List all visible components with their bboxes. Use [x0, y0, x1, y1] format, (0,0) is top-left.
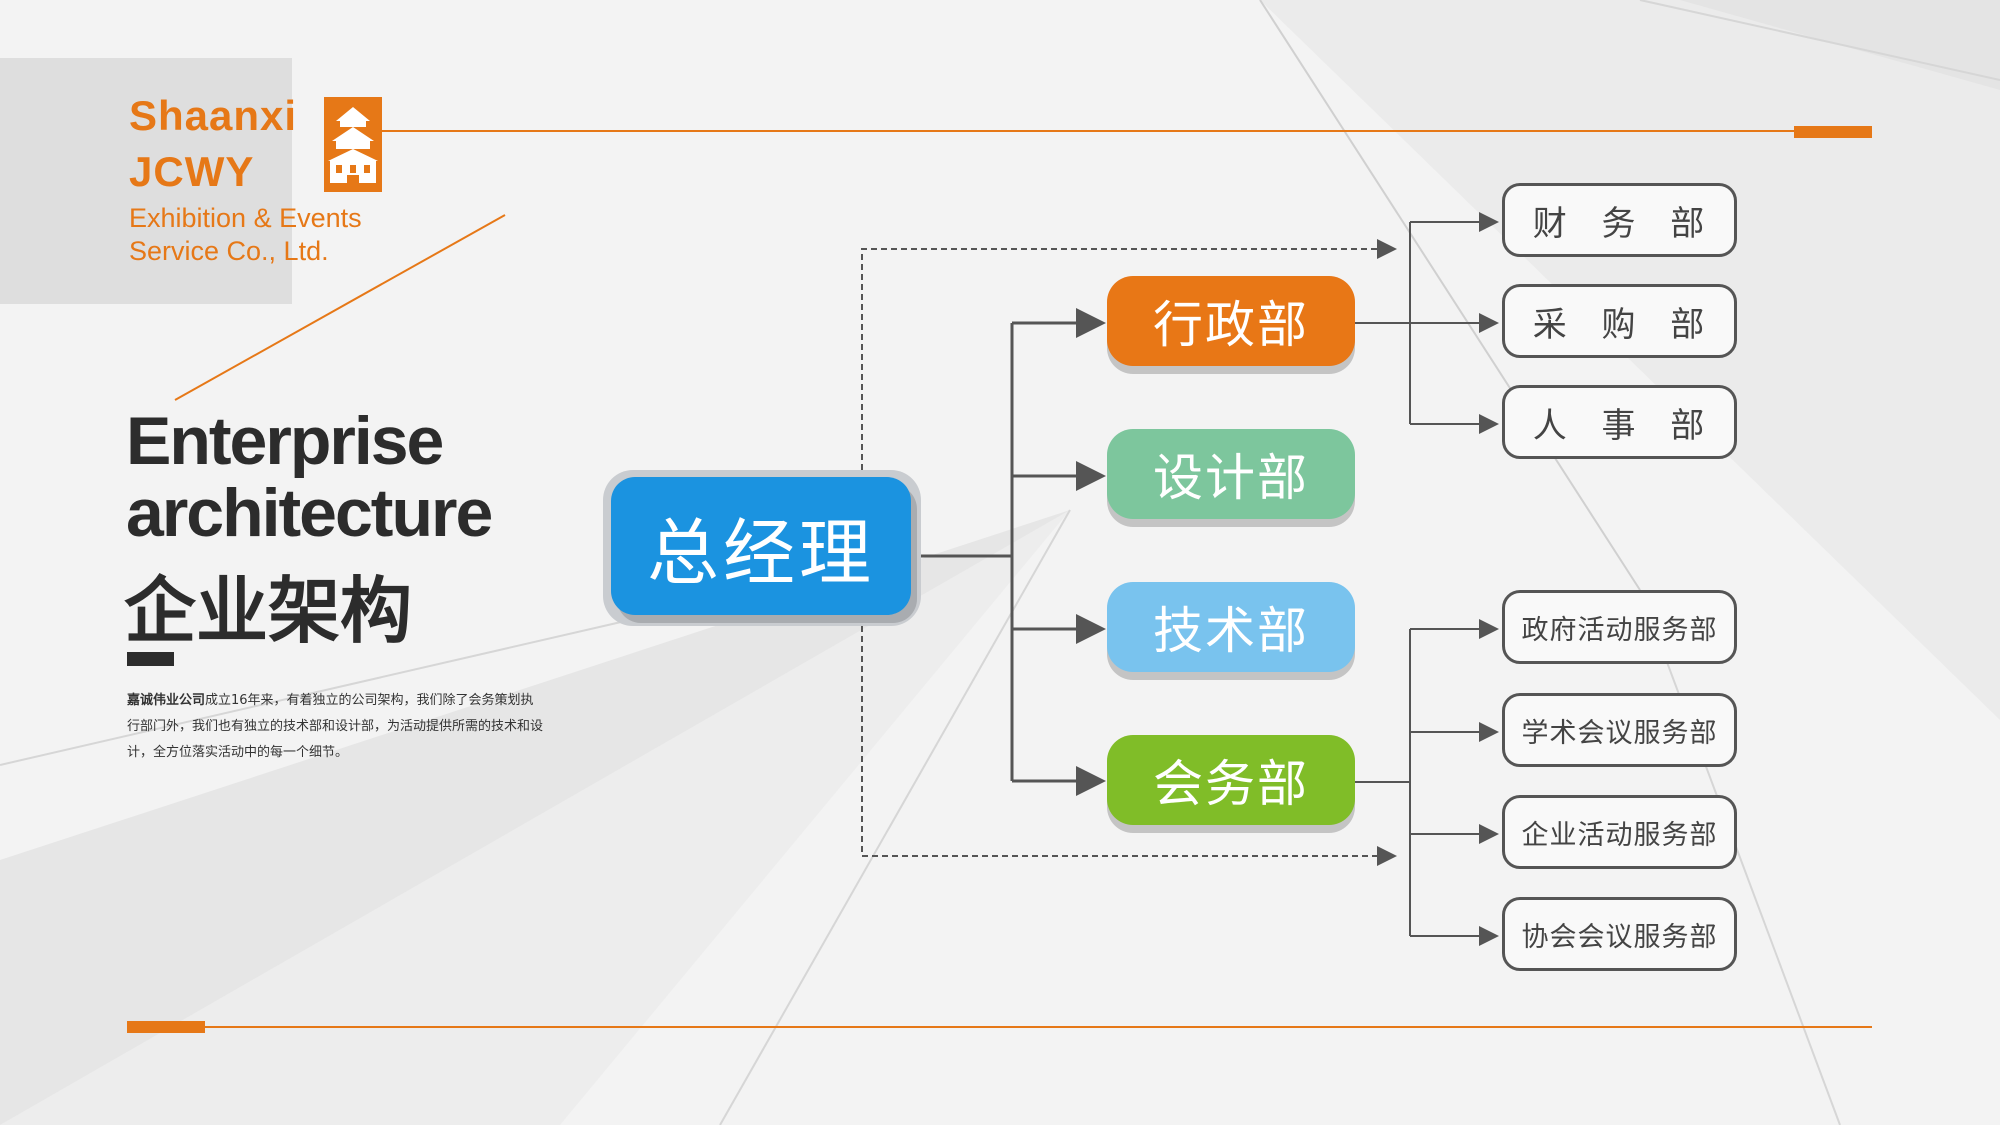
connectors-admin	[1355, 212, 1499, 434]
dept-node-design: 设计部	[1107, 429, 1355, 519]
logo-name-line1: Shaanxi	[129, 92, 298, 139]
sub-node-procurement: 采 购 部	[1502, 284, 1737, 358]
logo-name-line2: JCWY	[129, 148, 255, 195]
logo-subtitle-line1: Exhibition & Events	[129, 203, 362, 233]
heading-english-line1: Enterprise	[126, 403, 444, 479]
connectors-meeting	[1355, 619, 1499, 946]
description: 嘉诚伟业公司成立16年来，有着独立的公司架构，我们除了会务策划执行部门外，我们也…	[127, 688, 545, 766]
description-company: 嘉诚伟业公司	[127, 693, 206, 708]
logo-subtitle-line2: Service Co., Ltd.	[129, 236, 329, 266]
description-text: 成立16年来，有着独立的公司架构，我们除了会务策划执行部门外，我们也有独立的技术…	[127, 693, 544, 760]
connectors-dashed	[861, 239, 1397, 866]
dept-node-meeting: 会务部	[1107, 735, 1355, 825]
sub-node-government-events: 政府活动服务部	[1502, 590, 1737, 664]
sub-node-finance: 财 务 部	[1502, 183, 1737, 257]
top-rule-accent	[1794, 126, 1872, 138]
tower-icon	[324, 97, 382, 192]
dept-node-admin: 行政部	[1107, 276, 1355, 366]
sub-node-association-meetings: 协会会议服务部	[1502, 897, 1737, 971]
heading-chinese: 企业架构	[124, 569, 413, 653]
heading-underline	[127, 652, 174, 666]
sub-node-hr: 人 事 部	[1502, 385, 1737, 459]
root-node-general-manager: 总经理	[611, 477, 911, 615]
bottom-rule-accent	[127, 1021, 205, 1033]
sub-node-corporate-events: 企业活动服务部	[1502, 795, 1737, 869]
connectors-root	[921, 308, 1106, 796]
sub-node-academic-conferences: 学术会议服务部	[1502, 693, 1737, 767]
dept-node-tech: 技术部	[1107, 582, 1355, 672]
logo-panel	[0, 58, 292, 304]
heading-english-line2: architecture	[126, 475, 493, 551]
logo-diagonal	[174, 214, 506, 401]
